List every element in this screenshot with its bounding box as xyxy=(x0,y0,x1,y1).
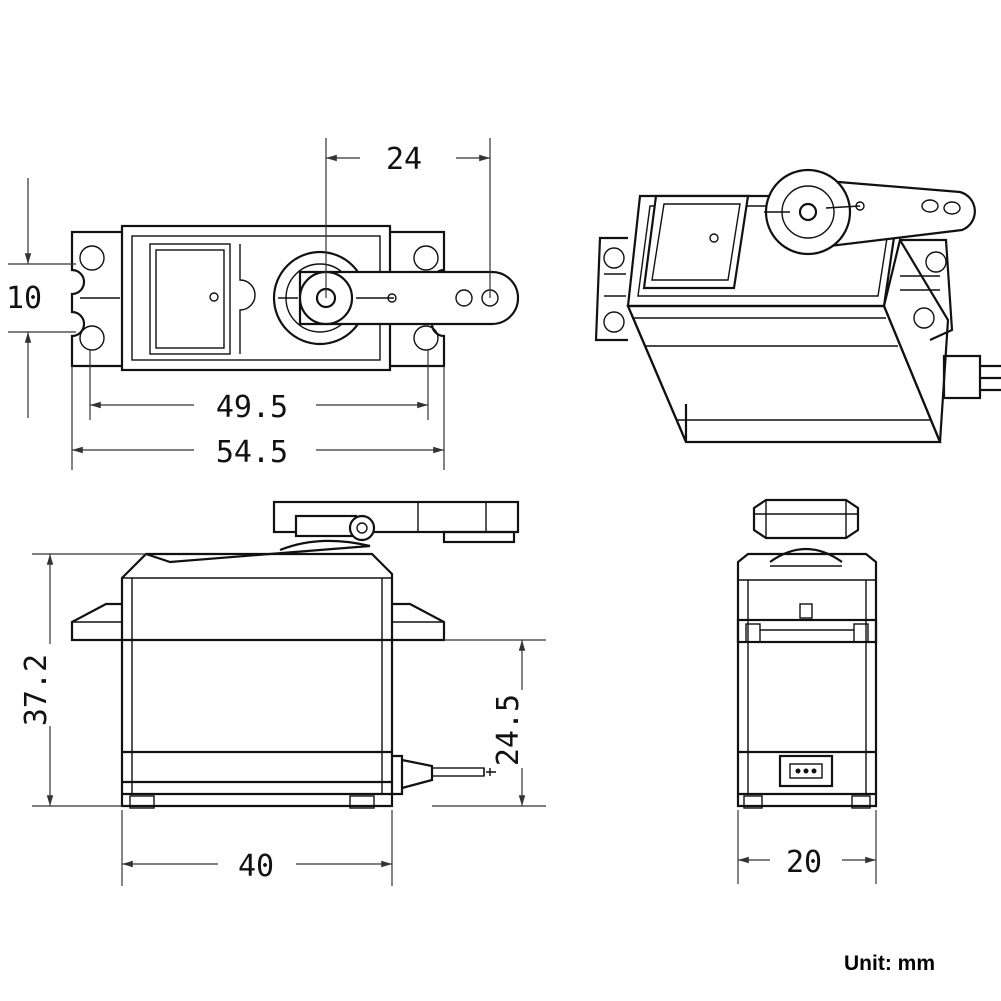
side-view: 37.2 24.5 40 xyxy=(19,500,546,886)
dim-body-width: 20 xyxy=(786,845,822,880)
dim-mount-hole-spacing: 49.5 xyxy=(216,390,288,425)
dim-horn-offset: 24 xyxy=(386,142,422,177)
dim-overall-length: 54.5 xyxy=(216,435,288,470)
dim-flange-height: 24.5 xyxy=(491,694,526,766)
top-view: 24 10 49.5 54.5 xyxy=(6,138,520,470)
unit-label: Unit: mm xyxy=(844,952,935,975)
isometric-view xyxy=(594,168,1001,444)
end-view: 20 xyxy=(736,498,878,884)
dim-overall-height: 37.2 xyxy=(19,654,54,726)
dim-body-length: 40 xyxy=(238,849,274,884)
dim-tab-height: 10 xyxy=(6,281,42,316)
